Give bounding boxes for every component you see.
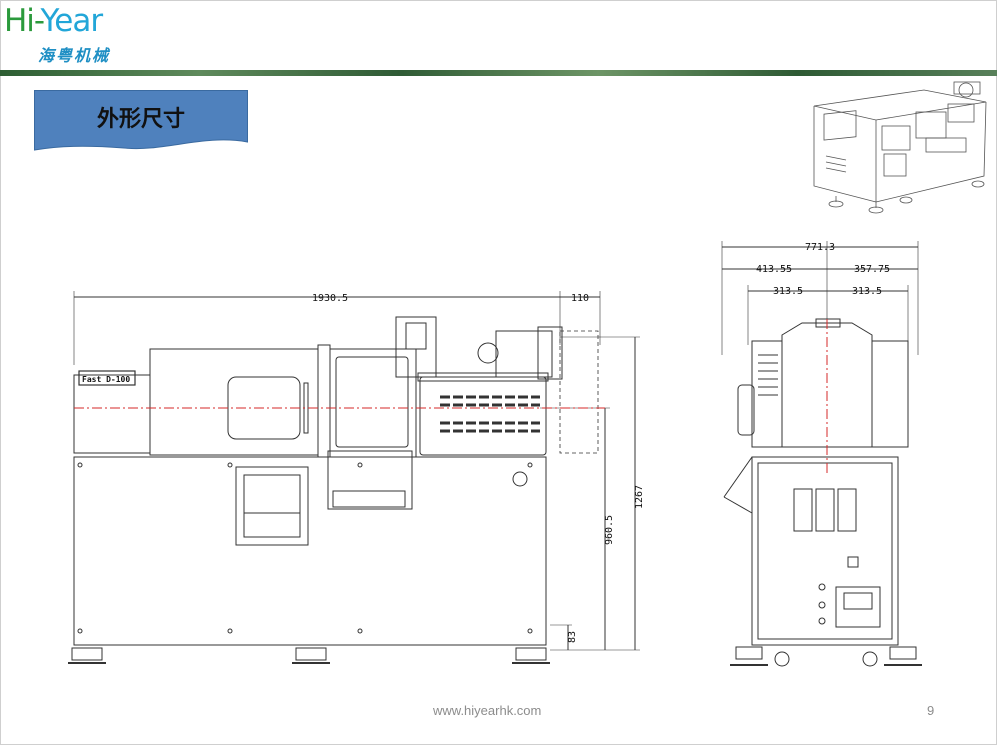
dim-front-extra: 110: [571, 293, 589, 304]
header-band: [0, 70, 997, 76]
logo-hi: Hi-: [4, 3, 41, 39]
dim-center-height: 960.5: [604, 515, 615, 545]
footer-url: www.hiyearhk.com: [433, 703, 542, 718]
page-number: 9: [927, 703, 935, 718]
dim-total-height: 1267: [634, 485, 645, 509]
dim-front-length: 1930.5: [312, 293, 348, 304]
logo-year: Year: [40, 3, 103, 39]
dim-side-right: 357.75: [854, 264, 890, 275]
machine-3d-thumbnail: [813, 81, 987, 214]
dim-half-left: 313.5: [773, 286, 803, 297]
front-view-drawing: 1930.5 110 Fast D-100 1267 960.5 83: [68, 291, 645, 664]
dim-side-width: 771.3: [805, 242, 835, 253]
machine-label: Fast D-100: [82, 375, 130, 384]
dim-foot-height: 83: [567, 631, 578, 643]
title-box-shape: [34, 90, 248, 151]
side-view-drawing: 771.3 413.55 357.75 313.5 313.5: [721, 241, 922, 667]
logo-chinese: 海粤机械: [38, 46, 111, 65]
dim-side-left: 413.55: [756, 264, 792, 275]
logo-wordmark: Hi-Year: [4, 3, 103, 39]
dim-half-right: 313.5: [852, 286, 882, 297]
title-box: 外形尺寸: [34, 90, 248, 152]
page-title: 外形尺寸: [96, 106, 185, 131]
